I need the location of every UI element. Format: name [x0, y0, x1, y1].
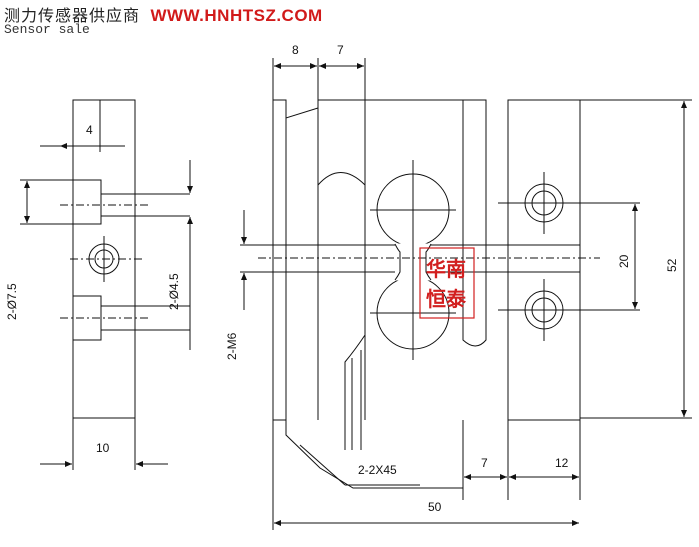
subtitle: Sensor sale	[4, 22, 90, 37]
title-cn: 测力传感器供应商	[4, 6, 141, 25]
stamp-line-2: 恒泰	[426, 287, 467, 311]
dim-front-top-right: 7	[337, 43, 344, 57]
dim-front-top-left: 8	[292, 43, 299, 57]
front-view	[240, 99, 640, 489]
front-view-dimensions	[241, 58, 692, 530]
dim-width-right: 12	[555, 456, 569, 470]
stamp-line-1: 华南	[426, 257, 466, 281]
dim-side-bottom: 10	[96, 441, 110, 455]
front-outline-lower	[272, 100, 464, 489]
dim-height: 52	[665, 258, 679, 272]
side-view-dimensions	[20, 100, 193, 467]
website-url[interactable]: WWW.HNHTSZ.COM	[150, 6, 323, 25]
dim-gap: 7	[481, 456, 488, 470]
dim-side-left: 2-Ø7.5	[5, 283, 19, 320]
side-view	[60, 99, 190, 470]
dim-total-width: 50	[428, 500, 442, 514]
dim-hole-spacing: 20	[617, 254, 631, 268]
upper-counterbore	[72, 179, 102, 225]
dim-thread: 2-M6	[225, 332, 239, 360]
dim-side-top: 4	[86, 123, 93, 137]
dim-side-right: 2-Ø4.5	[167, 273, 181, 310]
header: 测力传感器供应商 WWW.HNHTSZ.COM	[4, 2, 323, 26]
front-right-body	[507, 99, 581, 421]
front-slot-left	[317, 172, 366, 450]
company-stamp: 华南 恒泰	[419, 247, 475, 319]
dim-chamfer: 2-2X45	[358, 463, 397, 477]
